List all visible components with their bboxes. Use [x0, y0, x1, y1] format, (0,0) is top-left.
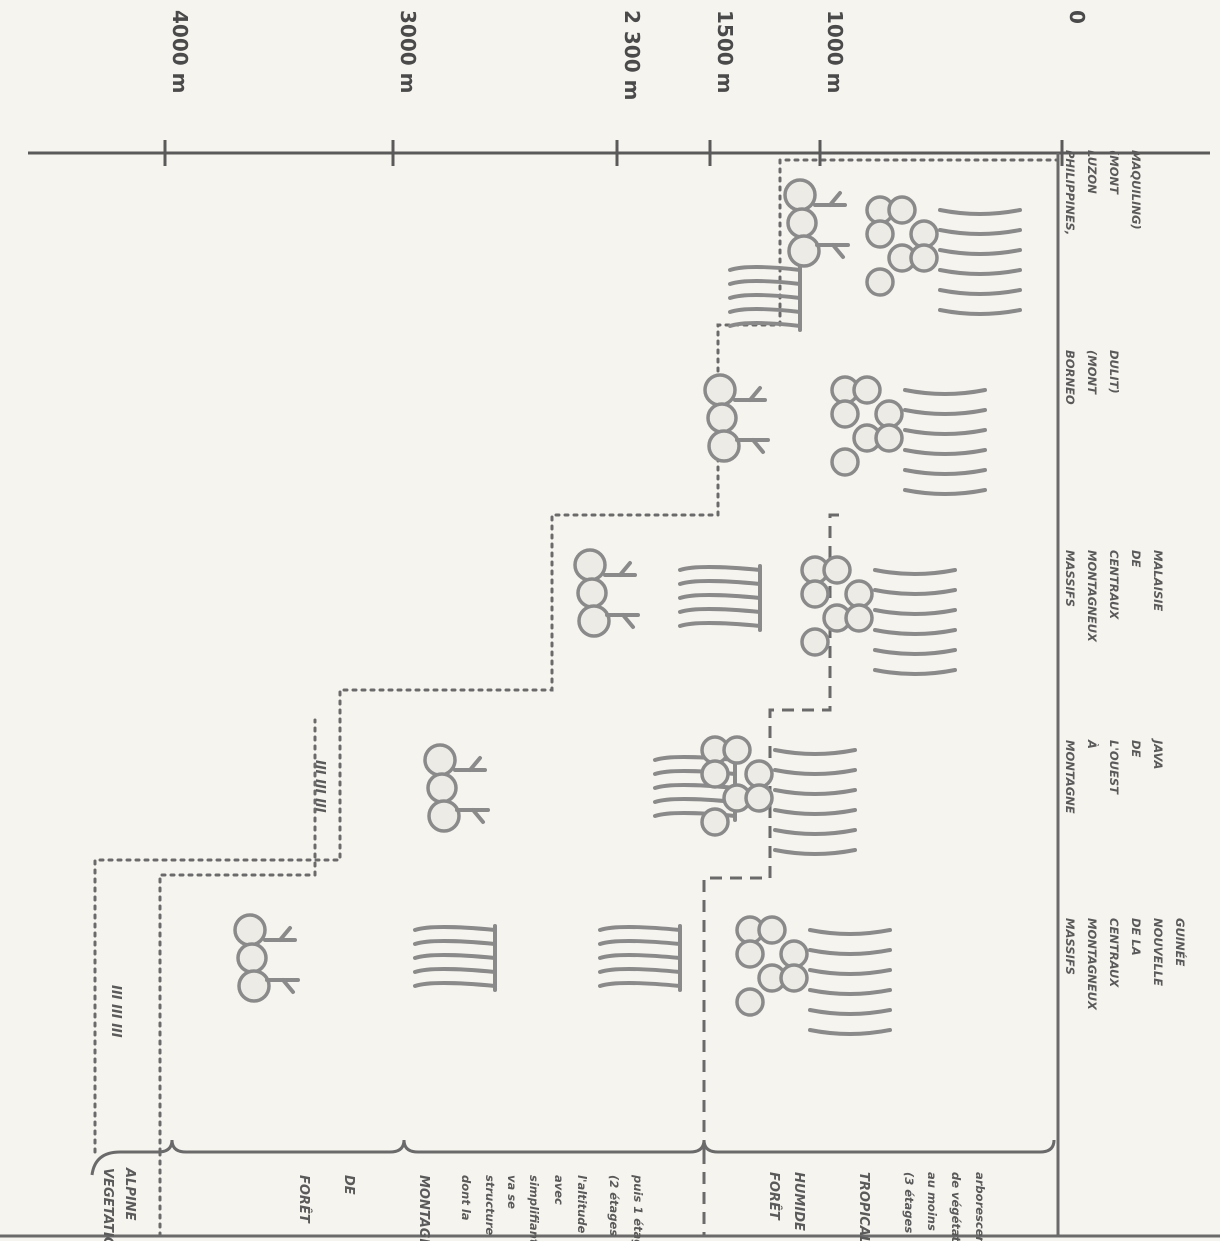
- region-label: MASSIFS: [1063, 918, 1077, 975]
- region-label: (MONT: [1107, 150, 1121, 195]
- region-label: DULIT): [1107, 350, 1121, 394]
- region-label: (MONT: [1085, 350, 1099, 395]
- zone-label-montane: avec: [552, 1175, 566, 1205]
- axis-tick-label: 0: [1065, 10, 1089, 24]
- crown-tree: [703, 373, 770, 463]
- stratum-mark: III III III: [312, 760, 327, 813]
- zone-label-montane: l'altitude: [575, 1175, 589, 1234]
- zone-label-montane: FORÊT: [296, 1175, 312, 1224]
- zone-label-montane: DE: [341, 1175, 356, 1195]
- zone-brace: [90, 1139, 1056, 1176]
- zone-label-montane: simplifiant: [527, 1175, 541, 1241]
- region-label: L'OUEST: [1107, 740, 1121, 795]
- axis-tick-label: 3000 m: [396, 10, 420, 93]
- region-label: DE LA: [1129, 918, 1143, 956]
- tall-tree: [728, 264, 802, 332]
- axis-tick-label: 4000 m: [168, 10, 192, 93]
- zone-label-montane: puis 1 étage): [631, 1174, 645, 1241]
- canopy-tree: [735, 915, 892, 1036]
- lower-stratum-outline: [702, 513, 840, 1152]
- canopy-tree: [700, 735, 857, 856]
- zone-label-humid: arborescente): [973, 1172, 987, 1241]
- region-label: CENTRAUX: [1107, 550, 1121, 620]
- region-label: DE: [1129, 550, 1143, 568]
- alpine-limit-outline: [158, 718, 317, 1154]
- region-label: MASSIFS: [1063, 550, 1077, 607]
- zone-label-alpine: VEGETATION: [100, 1168, 115, 1241]
- tree-symbols: [233, 178, 1022, 1036]
- region-label: LUZON: [1085, 150, 1099, 194]
- region-label: À: [1085, 739, 1100, 749]
- zone-label-humid: TROPICALE: [856, 1172, 871, 1241]
- tall-tree: [413, 924, 497, 992]
- axis-tick-label: 1000 m: [823, 10, 847, 93]
- zone-label-humid: (3 étages: [902, 1172, 916, 1233]
- tall-tree: [598, 924, 682, 992]
- crown-tree: [233, 913, 300, 1003]
- canopy-tree: [800, 555, 957, 676]
- upper-limit-outline: [93, 158, 1060, 1154]
- region-label: BORNEO: [1063, 350, 1077, 405]
- zone-label-montane: MONTAGNE: [416, 1175, 431, 1241]
- crown-tree: [573, 548, 640, 638]
- region-label: MALAISIE: [1151, 550, 1165, 611]
- zone-label-humid: FORÊT: [766, 1172, 782, 1221]
- region-label: GUINÉE: [1173, 918, 1188, 967]
- axis-tick-label: 1500 m: [713, 10, 737, 93]
- canopy-tree: [830, 375, 987, 496]
- canopy-tree: [865, 195, 1022, 316]
- region-label: JAVA: [1151, 738, 1165, 769]
- region-label: MONTAGNE: [1063, 740, 1077, 814]
- region-label: NOUVELLE: [1151, 918, 1165, 986]
- stratum-mark: III III III: [108, 985, 123, 1038]
- zone-label-montane: (2 étages: [607, 1175, 621, 1236]
- zone-label-montane: structure: [483, 1175, 497, 1235]
- zone-label-humid: HUMIDE: [791, 1172, 806, 1231]
- region-label: MAQUILING): [1129, 150, 1143, 230]
- region-label: PHILIPPINES,: [1063, 150, 1077, 235]
- crown-tree: [783, 178, 850, 268]
- region-label: MONTAGNEUX: [1085, 918, 1099, 1011]
- region-label: MONTAGNEUX: [1085, 550, 1099, 643]
- axis-tick-label: 2 300 m: [620, 10, 644, 100]
- zone-label-alpine: ALPINE: [122, 1167, 137, 1221]
- crown-tree: [423, 743, 490, 833]
- region-label: DE: [1129, 740, 1143, 758]
- zone-label-montane: va se: [505, 1175, 519, 1209]
- tall-tree: [678, 564, 762, 632]
- zone-label-montane: dont la: [459, 1175, 473, 1221]
- zone-label-humid: de végétation: [949, 1172, 963, 1241]
- zone-label-humid: au moins: [925, 1172, 939, 1231]
- region-label: CENTRAUX: [1107, 918, 1121, 988]
